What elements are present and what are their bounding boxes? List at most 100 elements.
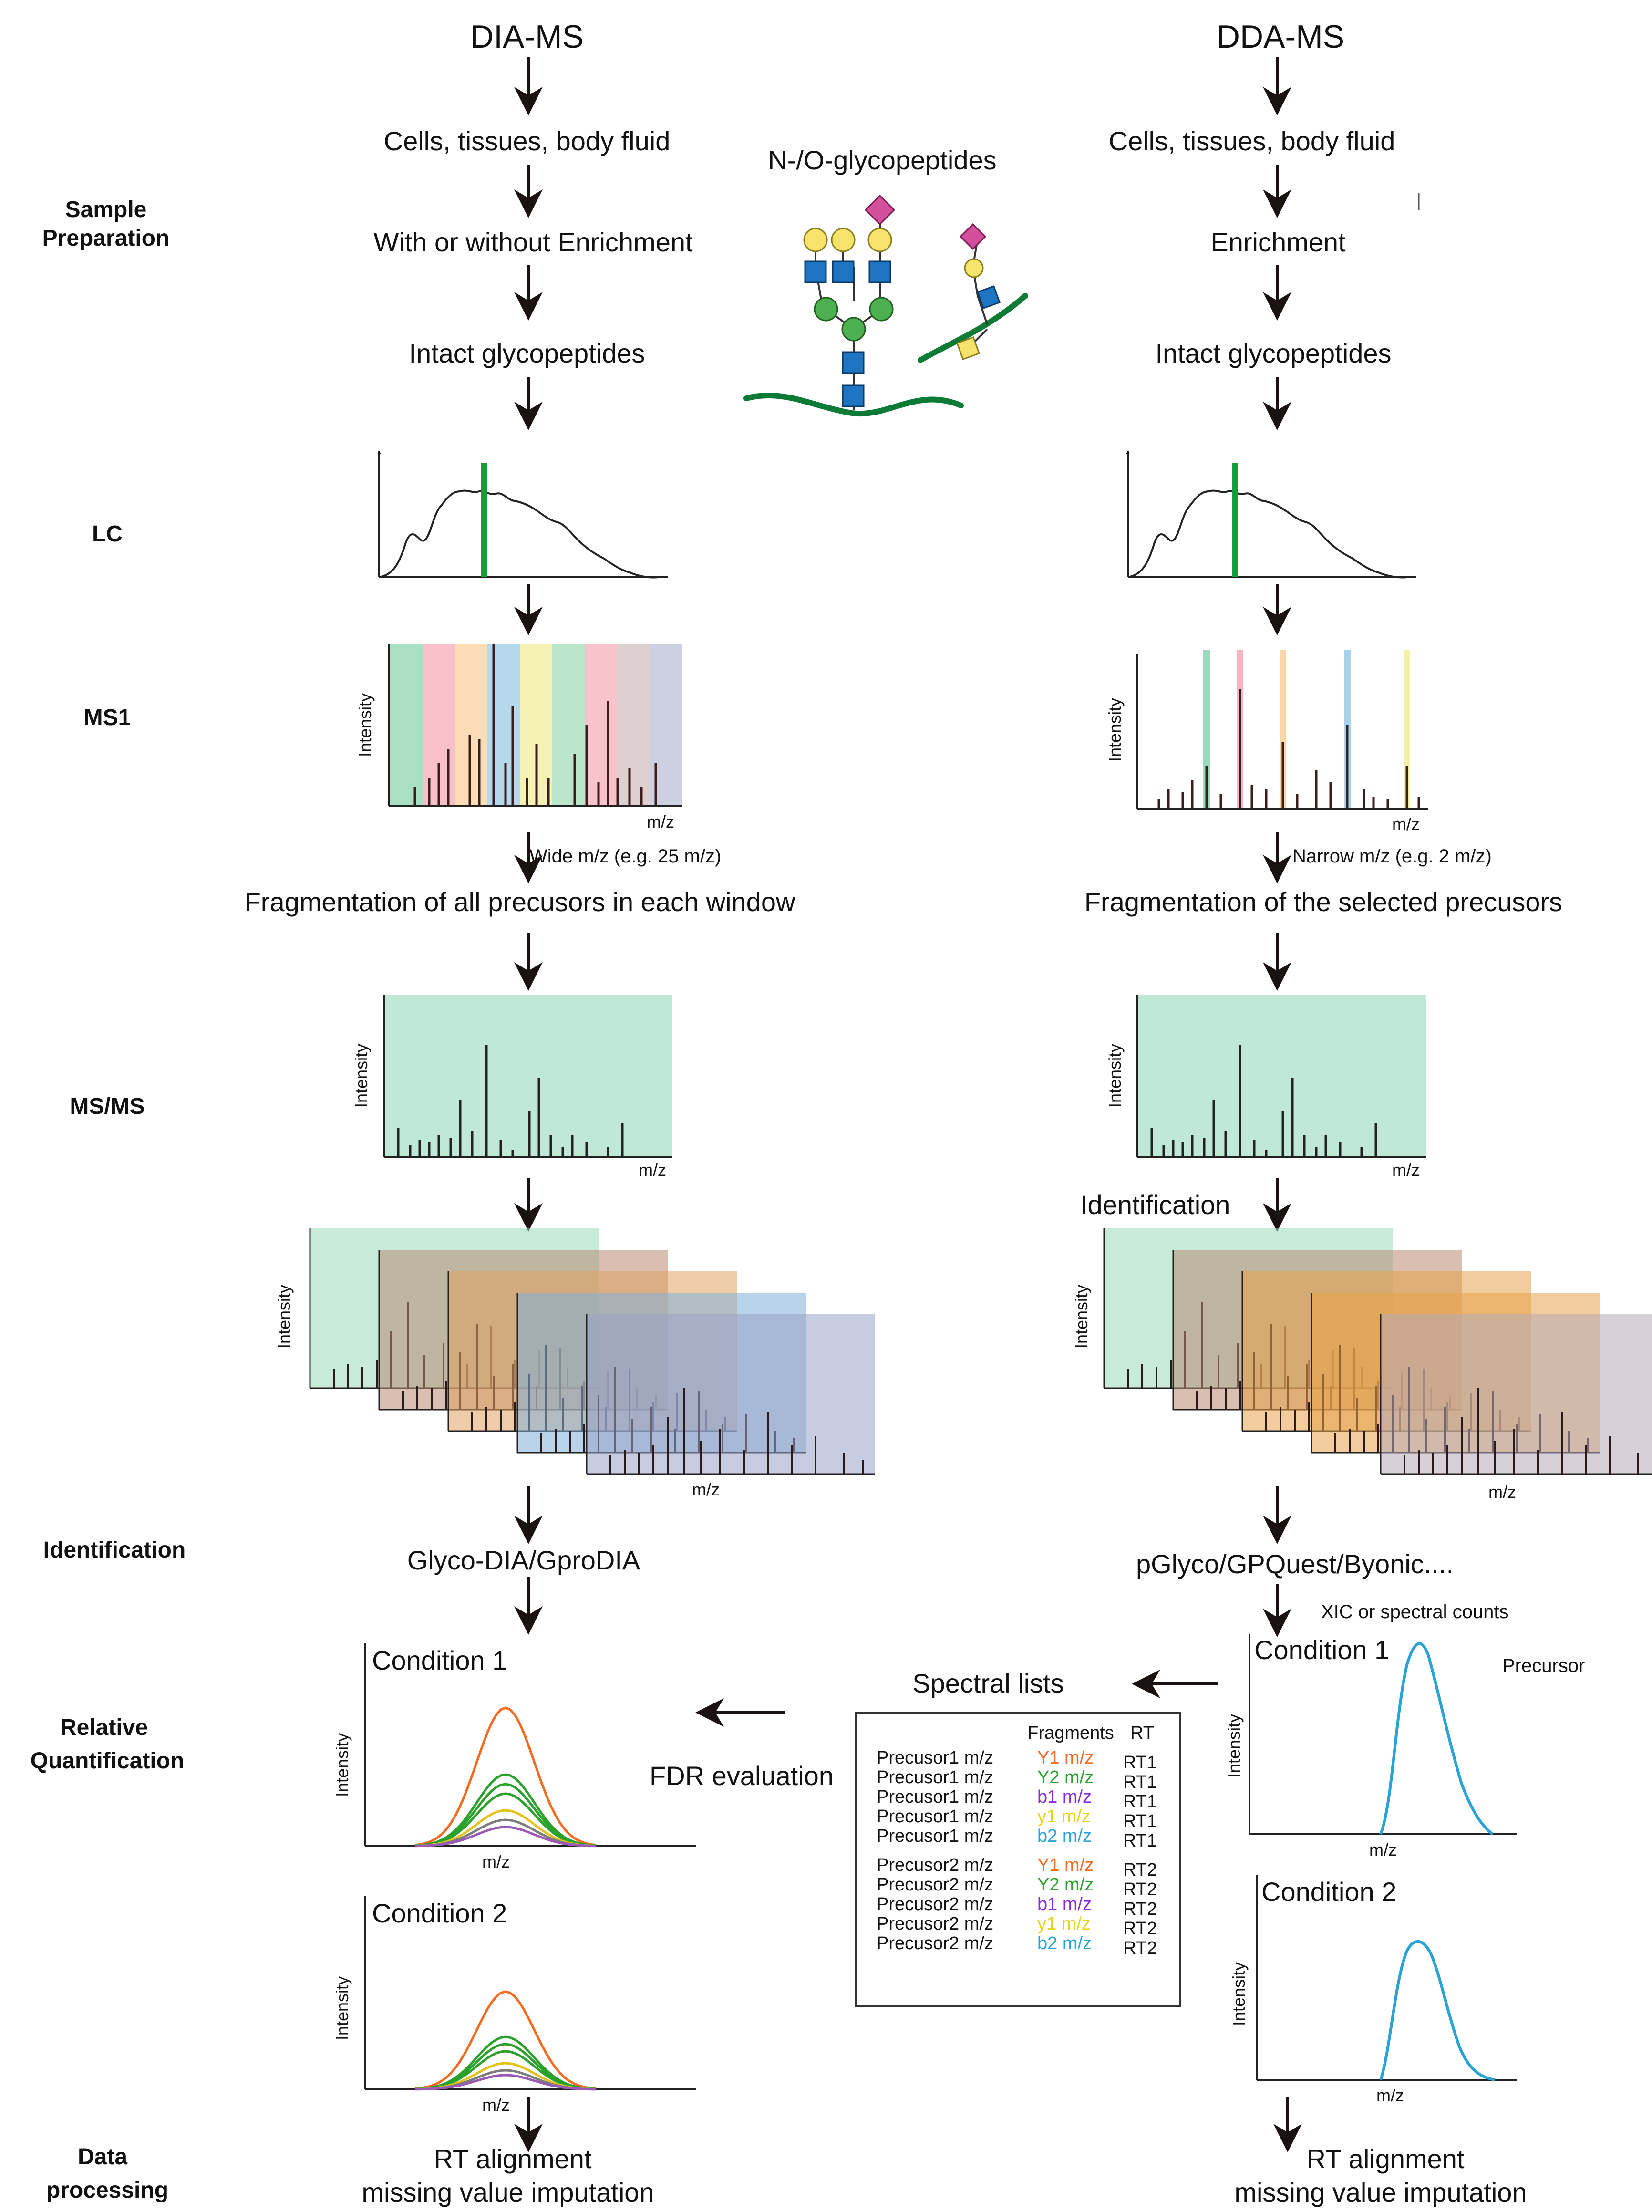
condition-label: Condition 1 — [1254, 1635, 1389, 1665]
retention-time: RT2 — [1123, 1899, 1157, 1919]
hexnac-square — [868, 260, 891, 283]
dda-msms-spectrum: Intensity m/z — [1105, 995, 1426, 1180]
gal-circle — [831, 228, 856, 252]
condition-label: Condition 2 — [1261, 1877, 1396, 1907]
fragment-mz: Y2 m/z — [1037, 1875, 1094, 1895]
dda-intact: Intact glycopeptides — [1156, 338, 1392, 368]
spectral-lists: Spectral lists Fragments RT Precusor1 m/… — [855, 1668, 1181, 2007]
retention-time: RT2 — [1123, 1919, 1157, 1939]
precursor-mz: Precusor2 m/z — [877, 1914, 993, 1934]
retention-time: RT2 — [1123, 1880, 1157, 1900]
dda-identification: Identification — [1080, 1190, 1230, 1220]
dia-final-line2: missing value imputation — [361, 2177, 654, 2207]
dia-stacked-spectra: Intensity m/z — [274, 1228, 875, 1499]
precursor-mz: Precusor2 m/z — [877, 1933, 993, 1953]
x-axis-label: m/z — [647, 812, 674, 831]
spectral-lists-title: Spectral lists — [912, 1668, 1063, 1698]
precursor-mz: Precusor2 m/z — [877, 1855, 993, 1875]
dia-sample: Cells, tissues, body fluid — [384, 126, 671, 156]
dda-final-line1: RT alignment — [1307, 2144, 1465, 2174]
dda-window-note: Narrow m/z (e.g. 2 m/z) — [1292, 846, 1492, 867]
retention-time: RT2 — [1123, 1860, 1157, 1880]
xic-curve — [414, 2050, 597, 2090]
y-axis-label: Intensity — [332, 1733, 352, 1797]
lc-trace — [1127, 489, 1407, 579]
condition-label: Condition 2 — [372, 1898, 507, 1928]
gal-circle — [867, 228, 892, 252]
retention-time: RT2 — [1123, 1938, 1157, 1958]
y-axis-label: Intensity — [355, 693, 375, 757]
stage-relquant-line1: Relative — [60, 1715, 148, 1740]
gal-circle — [964, 258, 984, 278]
dia-fragmentation: Fragmentation of all precusors in each w… — [245, 887, 795, 917]
x-axis-label: m/z — [1392, 1160, 1420, 1180]
isolation-window — [1404, 650, 1410, 809]
man-circle — [814, 297, 838, 322]
stacked-panel — [587, 1314, 875, 1474]
x-axis-label: m/z — [1392, 814, 1420, 834]
neuac-diamond — [864, 194, 896, 226]
y-axis-label: Intensity — [1224, 1714, 1244, 1778]
x-axis-label: m/z — [1376, 2086, 1404, 2105]
isolation-window — [617, 644, 650, 806]
isolation-window — [1203, 650, 1210, 809]
glycopeptide-illustration: N-/O-glycopeptides — [743, 145, 1028, 417]
dia-intact: Intact glycopeptides — [409, 338, 645, 368]
fragment-mz: Y1 m/z — [1037, 1855, 1094, 1875]
stage-lc: LC — [92, 521, 123, 547]
dda-xic-note: XIC or spectral counts — [1321, 1601, 1509, 1622]
xic-curve — [414, 1826, 597, 1848]
fragment-mz: b2 m/z — [1037, 1933, 1092, 1953]
retention-time: RT1 — [1123, 1831, 1157, 1851]
stage-relquant-line2: Quantification — [31, 1748, 185, 1774]
xic-curve — [414, 1792, 597, 1847]
dia-lc-chromatogram — [377, 450, 668, 579]
glyco-title: N-/O-glycopeptides — [768, 145, 996, 175]
dda-quant-condition2: Condition 2 Intensity m/z — [1229, 1875, 1517, 2105]
dia-final-line1: RT alignment — [434, 2144, 592, 2174]
stage-dataproc-line2: processing — [46, 2178, 168, 2203]
retention-time: RT1 — [1123, 1753, 1157, 1773]
hexnac-square — [977, 285, 1001, 309]
y-axis-label: Intensity — [332, 1976, 352, 2040]
dia-ms1-spectrum: Intensity m/z — [355, 644, 682, 831]
dda-ms1-spectrum: Intensity m/z — [1105, 650, 1428, 834]
retention-time: RT1 — [1123, 1792, 1157, 1812]
stacked-panel — [1381, 1314, 1652, 1474]
precursor-mz: Precusor2 m/z — [877, 1894, 993, 1914]
x-axis-label: m/z — [639, 1160, 666, 1180]
galnac-square — [956, 336, 980, 360]
dia-quant-condition2: Condition 2 Intensity m/z — [332, 1896, 696, 2115]
dda-stacked-spectra: Intensity m/z — [1072, 1228, 1652, 1502]
precursor-mz: Precusor1 m/z — [877, 1826, 993, 1846]
peptide-backbone — [743, 393, 964, 417]
stage-identification: Identification — [43, 1537, 186, 1563]
neuac-diamond — [959, 223, 987, 250]
precursor-label: Precursor — [1502, 1655, 1585, 1676]
precursor-mz: Precusor1 m/z — [877, 1807, 993, 1827]
dda-title: DDA-MS — [1217, 19, 1344, 55]
fragment-mz: Y2 m/z — [1037, 1767, 1094, 1787]
dda-fragmentation: Fragmentation of the selected precusors — [1084, 887, 1562, 917]
x-axis-label: m/z — [482, 1852, 510, 1871]
isolation-window — [552, 644, 585, 806]
retention-time: RT1 — [1123, 1811, 1157, 1831]
stage-sample-line2: Preparation — [42, 226, 170, 251]
fragment-mz: b1 m/z — [1037, 1894, 1092, 1914]
y-axis-label: Intensity — [1229, 1962, 1249, 2026]
x-axis-label: m/z — [692, 1480, 720, 1499]
spectral-lists-box — [855, 1712, 1181, 2007]
rt-header: RT — [1130, 1723, 1154, 1743]
precursor-mz: Precusor2 m/z — [877, 1875, 993, 1895]
y-axis-label: Intensity — [1072, 1285, 1091, 1349]
dda-quant-condition1: Condition 1 Precursor Intensity m/z — [1224, 1634, 1585, 1859]
isolation-window — [650, 644, 682, 806]
dia-tool: Glyco-DIA/GproDIA — [407, 1545, 640, 1575]
x-axis-label: m/z — [1488, 1482, 1516, 1502]
flow-arrows — [514, 57, 1302, 2152]
y-axis-label: Intensity — [1105, 698, 1125, 762]
dda-lc-chromatogram — [1126, 450, 1416, 579]
x-axis-label: m/z — [482, 2095, 510, 2115]
precursor-mz: Precusor1 m/z — [877, 1748, 993, 1768]
precursor-mz: Precusor1 m/z — [877, 1787, 993, 1807]
